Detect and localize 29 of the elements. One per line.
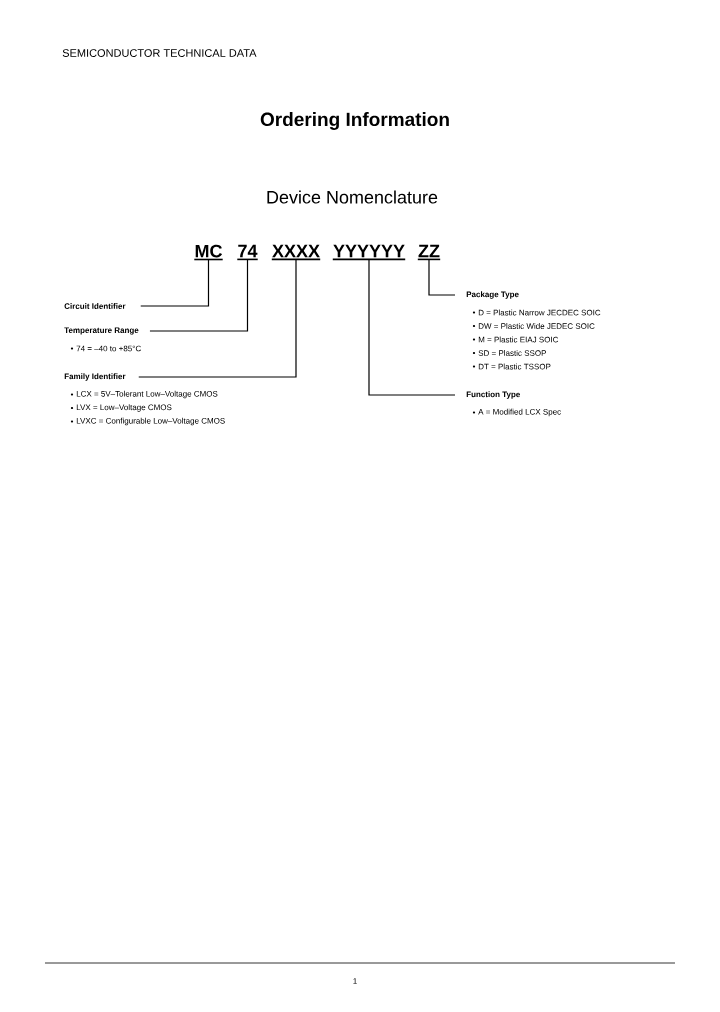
heading: Circuit Identifier bbox=[64, 303, 126, 309]
code-segment: MC bbox=[193, 244, 224, 261]
list-item: D = Plastic Narrow JECDEC SOIC bbox=[472, 309, 601, 316]
code-segment: XXXX bbox=[271, 244, 321, 261]
leader-line bbox=[428, 258, 456, 296]
list-item: 74 = –40 to +85°C bbox=[70, 345, 141, 352]
subtitle: Device Nomenclature bbox=[267, 190, 438, 204]
code-segment: YYYYYY bbox=[331, 244, 406, 261]
leader-line bbox=[368, 258, 456, 396]
code-segment: 74 bbox=[236, 244, 259, 261]
list-item: LVX = Low–Voltage CMOS bbox=[70, 404, 172, 412]
header-text: SEMICONDUCTOR TECHNICAL DATA bbox=[62, 49, 257, 57]
heading: Package Type bbox=[466, 291, 519, 299]
list-item: LVXC = Configurable Low–Voltage CMOS bbox=[70, 417, 225, 426]
list-item: M = Plastic EIAJ SOIC bbox=[472, 336, 559, 343]
leader-line bbox=[138, 258, 297, 378]
leader-line bbox=[149, 258, 249, 332]
page-number: 1 bbox=[353, 978, 357, 984]
list-item: SD = Plastic SSOP bbox=[472, 350, 546, 356]
leader-line bbox=[140, 258, 210, 307]
list-item: DT = Plastic TSSOP bbox=[472, 363, 551, 370]
heading: Family Identifier bbox=[64, 373, 126, 381]
heading: Function Type bbox=[466, 391, 520, 399]
heading: Temperature Range bbox=[64, 327, 139, 335]
title: Ordering Information bbox=[260, 112, 449, 130]
code-segment: ZZ bbox=[417, 244, 441, 261]
list-item: DW = Plastic Wide JEDEC SOIC bbox=[472, 323, 595, 329]
list-item: A = Modified LCX Spec bbox=[472, 408, 561, 417]
list-item: LCX = 5V–Tolerant Low–Voltage CMOS bbox=[70, 390, 218, 399]
